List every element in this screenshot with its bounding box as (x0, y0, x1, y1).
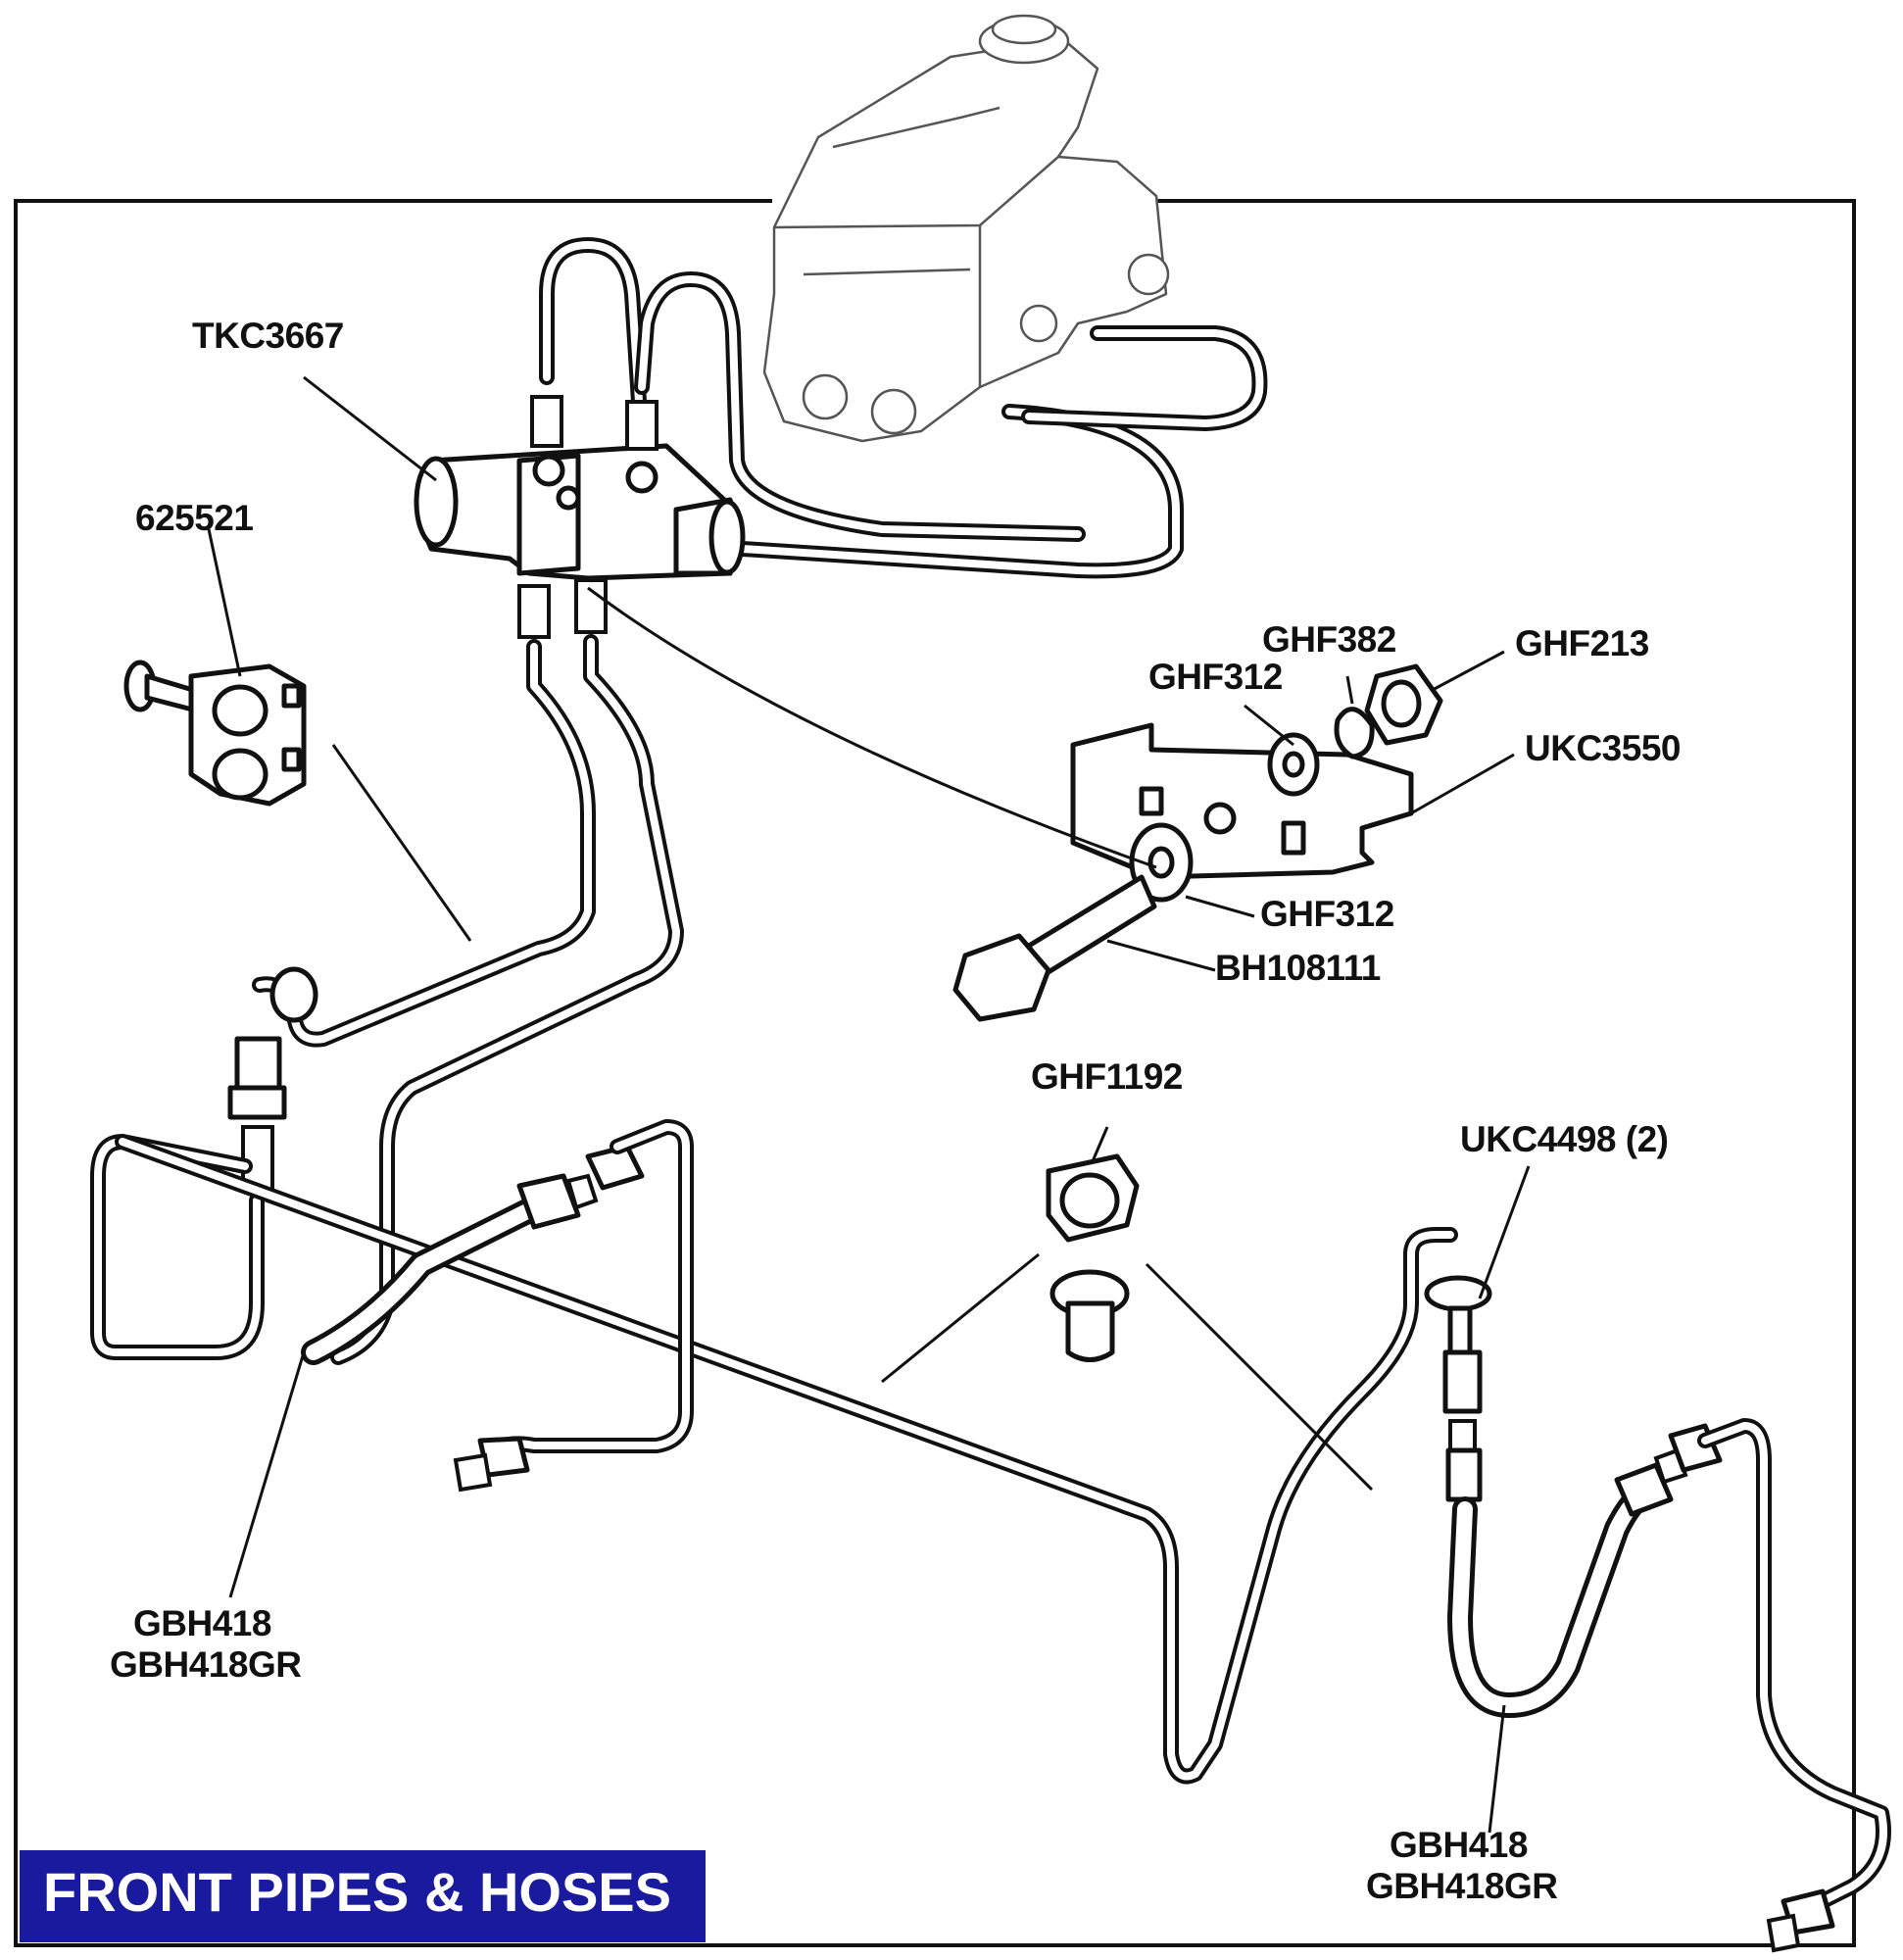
left-hose-assembly (90, 966, 318, 1360)
diagram-frame (14, 199, 1856, 1947)
label-ghf382: GHF382 (1262, 619, 1396, 660)
middle-left-hose (301, 1119, 694, 1493)
title-banner (20, 1850, 706, 1942)
label-gbh418-left: GBH418 (133, 1603, 271, 1643)
label-ghf312-top: GHF312 (1148, 657, 1283, 697)
label-ukc3550: UKC3550 (1525, 728, 1681, 768)
label-gbh418-right: GBH418 (1390, 1825, 1528, 1865)
label-625521: 625521 (135, 498, 254, 538)
bolt-bh108111 (952, 874, 1157, 1022)
label-ukc4498: UKC4498 (2) (1460, 1119, 1669, 1159)
page-title: FRONT PIPES & HOSES (43, 1861, 671, 1923)
upper-pipes (539, 237, 1268, 579)
pipe-clip-625521 (123, 660, 307, 807)
fastener-set (1129, 663, 1443, 903)
label-gbh418gr-right: GBH418GR (1366, 1866, 1558, 1906)
master-cylinder (762, 14, 1170, 443)
label-ghf1192: GHF1192 (1031, 1056, 1183, 1097)
leader-lines (207, 375, 1531, 1834)
pressure-valve (414, 395, 746, 581)
right-hose-assembly (1424, 1275, 1891, 1953)
label-tkc3667: TKC3667 (192, 316, 344, 356)
label-ghf213: GHF213 (1515, 623, 1649, 663)
label-ghf312-bottom: GHF312 (1260, 894, 1394, 934)
label-bh108111: BH108111 (1215, 948, 1381, 988)
label-gbh418gr-left: GBH418GR (110, 1644, 302, 1685)
cross-pipe (115, 1134, 1458, 1785)
pipe-clip-ghf1192 (1046, 1153, 1140, 1362)
